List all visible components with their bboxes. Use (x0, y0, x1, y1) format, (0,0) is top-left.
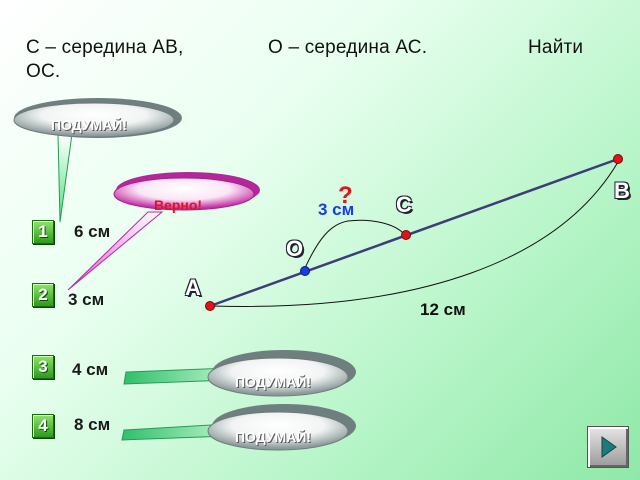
next-slide-icon (601, 436, 617, 458)
segment-ab (209, 157, 619, 308)
think-bubble-4 (207, 411, 349, 451)
think-hint-3[interactable]: ПОДУМАЙ! (234, 374, 312, 390)
next-slide-button[interactable] (587, 426, 629, 468)
point-b (613, 154, 623, 164)
correct-bubble-tail (67, 211, 164, 291)
option-3-answer[interactable]: 4 см (72, 360, 109, 379)
arc-oc (304, 219, 405, 269)
think-bubble-3 (207, 357, 349, 397)
label-b: B (614, 178, 630, 203)
problem-part-1: С – середина АВ, (26, 37, 184, 58)
point-c (401, 230, 411, 240)
option-1-button[interactable]: 1 (32, 220, 54, 244)
option-2-answer[interactable]: 3 см (68, 290, 105, 309)
option-2-button[interactable]: 2 (32, 283, 54, 307)
correct-bubble (113, 177, 255, 211)
option-3-button[interactable]: 3 (32, 355, 54, 379)
option-4-answer[interactable]: 8 см (74, 415, 111, 434)
problem-part-4: ОС. (26, 61, 61, 82)
option-1-answer[interactable]: 6 см (74, 222, 111, 241)
question-mark: ? (338, 182, 353, 209)
think-bubble-tail-1 (57, 133, 73, 223)
think-hint-4[interactable]: ПОДУМАЙ! (234, 429, 312, 445)
option-4-button[interactable]: 4 (32, 414, 54, 438)
label-a: A (185, 275, 201, 300)
oc-length-label: 3 см (318, 200, 355, 219)
point-o (300, 266, 310, 276)
label-o: O (286, 236, 304, 261)
label-c: C (396, 192, 412, 217)
problem-part-3: Найти (528, 37, 584, 58)
think-bubble-1 (13, 102, 175, 138)
think-hint-1[interactable]: ПОДУМАЙ! (50, 117, 128, 133)
problem-part-2: О – середина АС. (268, 37, 428, 58)
ab-length-label: 12 см (420, 300, 466, 319)
arc-ab (211, 161, 619, 307)
point-a (205, 301, 215, 311)
correct-hint[interactable]: Верно! (153, 197, 203, 213)
